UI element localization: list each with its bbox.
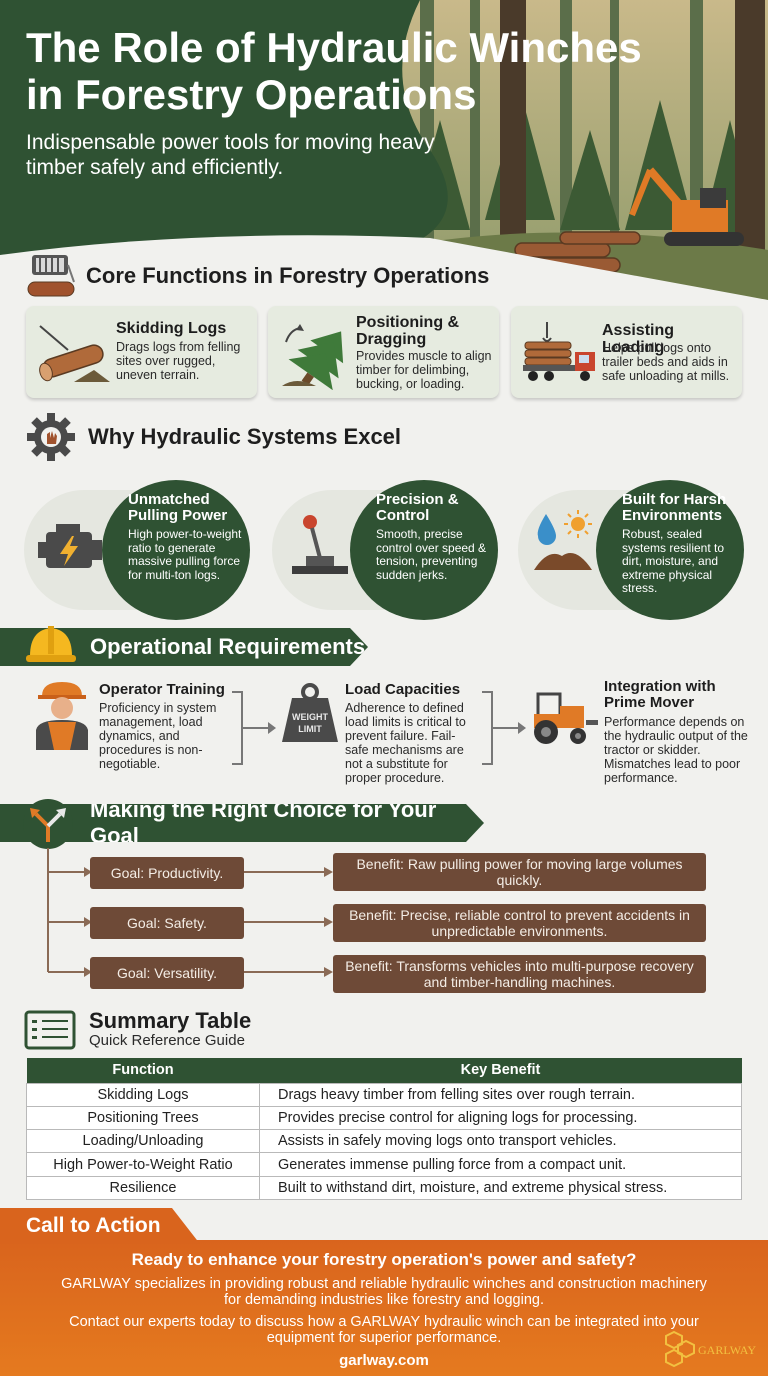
weather-icon bbox=[534, 510, 592, 570]
garlway-logo-text: GARLWAY bbox=[698, 1343, 756, 1357]
table-header-row: Function Key Benefit bbox=[26, 1058, 742, 1083]
operator-icon bbox=[36, 682, 88, 750]
control-lever-icon bbox=[292, 515, 348, 574]
gear-icon bbox=[27, 413, 75, 461]
table-cell: Positioning Trees bbox=[26, 1105, 260, 1131]
column-header-key-benefit: Key Benefit bbox=[259, 1058, 742, 1083]
feature-precision-control: Precision & Control Smooth, precise cont… bbox=[272, 480, 502, 620]
table-cell: Assists in safely moving logs onto trans… bbox=[259, 1129, 742, 1154]
winch-icon bbox=[27, 255, 75, 297]
header-banner: The Role of Hydraulic Winches in Forestr… bbox=[0, 0, 768, 300]
card-desc: Drags logs from felling sites over rugge… bbox=[116, 340, 241, 382]
feature-title: Built for Harsh Environments bbox=[622, 491, 727, 524]
card-title: Assisting Loading bbox=[602, 322, 675, 356]
card-title: Positioning & Dragging bbox=[356, 314, 460, 348]
card-skidding-logs: Skidding Logs Drags logs from felling si… bbox=[26, 306, 257, 398]
requirement-desc: Performance depends on the hydraulic out… bbox=[604, 715, 748, 785]
goal-safety: Goal: Safety. bbox=[90, 907, 244, 939]
feature-title: Precision & Control bbox=[376, 491, 459, 524]
feature-title: Unmatched Pulling Power bbox=[128, 491, 228, 524]
benefit-safety: Benefit: Precise, reliable control to pr… bbox=[333, 904, 706, 942]
page-title: The Role of Hydraulic Winches in Forestr… bbox=[26, 24, 642, 118]
core-functions-header: Core Functions in Forestry Operations bbox=[26, 252, 489, 300]
weight-limit-label-2: LIMIT bbox=[298, 724, 322, 734]
requirement-title: Integration with Prime Mover bbox=[604, 678, 716, 711]
page-subtitle: Indispensable power tools for moving hea… bbox=[26, 131, 435, 179]
feature-desc: Smooth, precise control over speed & ten… bbox=[376, 527, 487, 582]
requirement-desc: Adherence to defined load limits is crit… bbox=[345, 701, 466, 785]
table-cell: Built to withstand dirt, moisture, and e… bbox=[259, 1175, 742, 1200]
cta-tab-label: Call to Action bbox=[26, 1214, 161, 1237]
weight-icon: WEIGHT LIMIT bbox=[282, 683, 338, 742]
table-cell: Skidding Logs bbox=[26, 1082, 260, 1107]
benefit-productivity: Benefit: Raw pulling power for moving la… bbox=[333, 853, 706, 891]
cta-tab: Call to Action bbox=[0, 1208, 200, 1244]
card-positioning-dragging: Positioning & Dragging Provides muscle t… bbox=[268, 306, 499, 398]
goal-productivity: Goal: Productivity. bbox=[90, 857, 244, 889]
summary-subtitle: Quick Reference Guide bbox=[89, 1032, 245, 1049]
hard-hat-icon bbox=[26, 626, 76, 662]
cta-paragraph-1: GARLWAY specializes in providing robust … bbox=[61, 1276, 707, 1308]
feature-harsh-environments: Built for Harsh Environments Robust, sea… bbox=[518, 480, 748, 620]
table-cell: Provides precise control for aligning lo… bbox=[259, 1105, 742, 1131]
direction-arrows-icon bbox=[23, 799, 73, 849]
requirement-desc: Proficiency in system management, load d… bbox=[99, 701, 217, 771]
log-drag-icon bbox=[39, 325, 110, 382]
card-title: Skidding Logs bbox=[116, 320, 227, 337]
table-cell: Generates immense pulling force from a c… bbox=[259, 1152, 742, 1177]
column-header-function: Function bbox=[26, 1058, 260, 1083]
requirement-title: Load Capacities bbox=[345, 681, 461, 698]
forest-illustration bbox=[0, 0, 768, 300]
summary-title: Summary Table bbox=[89, 1008, 252, 1033]
goal-versatility: Goal: Versatility. bbox=[90, 957, 244, 989]
table-cell: Resilience bbox=[26, 1175, 260, 1200]
why-hydraulic-header: Why Hydraulic Systems Excel bbox=[26, 412, 401, 462]
table-cell: Loading/Unloading bbox=[26, 1129, 260, 1154]
bracket-arrow bbox=[482, 691, 526, 765]
table-cell: Drags heavy timber from felling sites ov… bbox=[259, 1082, 742, 1107]
benefit-versatility: Benefit: Transforms vehicles into multi-… bbox=[333, 955, 706, 993]
card-assisting-loading: Assisting Loading Helps pull logs onto t… bbox=[511, 306, 742, 398]
card-desc: Helps pull logs onto trailer beds and ai… bbox=[602, 341, 730, 383]
operational-requirements-title: Operational Requirements bbox=[90, 634, 366, 659]
card-desc: Provides muscle to align timber for deli… bbox=[356, 349, 492, 391]
log-truck-icon bbox=[523, 322, 595, 381]
cta-paragraph-2: Contact our experts today to discuss how… bbox=[69, 1314, 699, 1346]
feature-desc: Robust, sealed systems resilient to dirt… bbox=[622, 527, 725, 595]
requirement-title: Operator Training bbox=[99, 681, 225, 698]
core-functions-title: Core Functions in Forestry Operations bbox=[86, 263, 490, 288]
right-choice-title: Making the Right Choice for Your Goal bbox=[90, 797, 437, 848]
fallen-tree-icon bbox=[282, 324, 344, 390]
tractor-icon bbox=[534, 692, 598, 744]
bracket-arrow bbox=[232, 691, 276, 765]
why-hydraulic-title: Why Hydraulic Systems Excel bbox=[88, 424, 402, 449]
table-cell: High Power-to-Weight Ratio bbox=[26, 1152, 260, 1177]
engine-icon bbox=[38, 524, 102, 568]
cta-section bbox=[0, 1240, 768, 1376]
table-icon bbox=[24, 1010, 76, 1050]
choice-connectors bbox=[47, 848, 333, 977]
cta-question: Ready to enhance your forestry operation… bbox=[131, 1250, 637, 1269]
garlway-logo: GARLWAY bbox=[665, 1330, 756, 1368]
cta-website-link[interactable]: garlway.com bbox=[339, 1352, 429, 1369]
feature-desc: High power-to-weight ratio to generate m… bbox=[128, 527, 242, 582]
weight-limit-label-1: WEIGHT bbox=[292, 712, 328, 722]
feature-pulling-power: Unmatched Pulling Power High power-to-we… bbox=[24, 480, 254, 620]
